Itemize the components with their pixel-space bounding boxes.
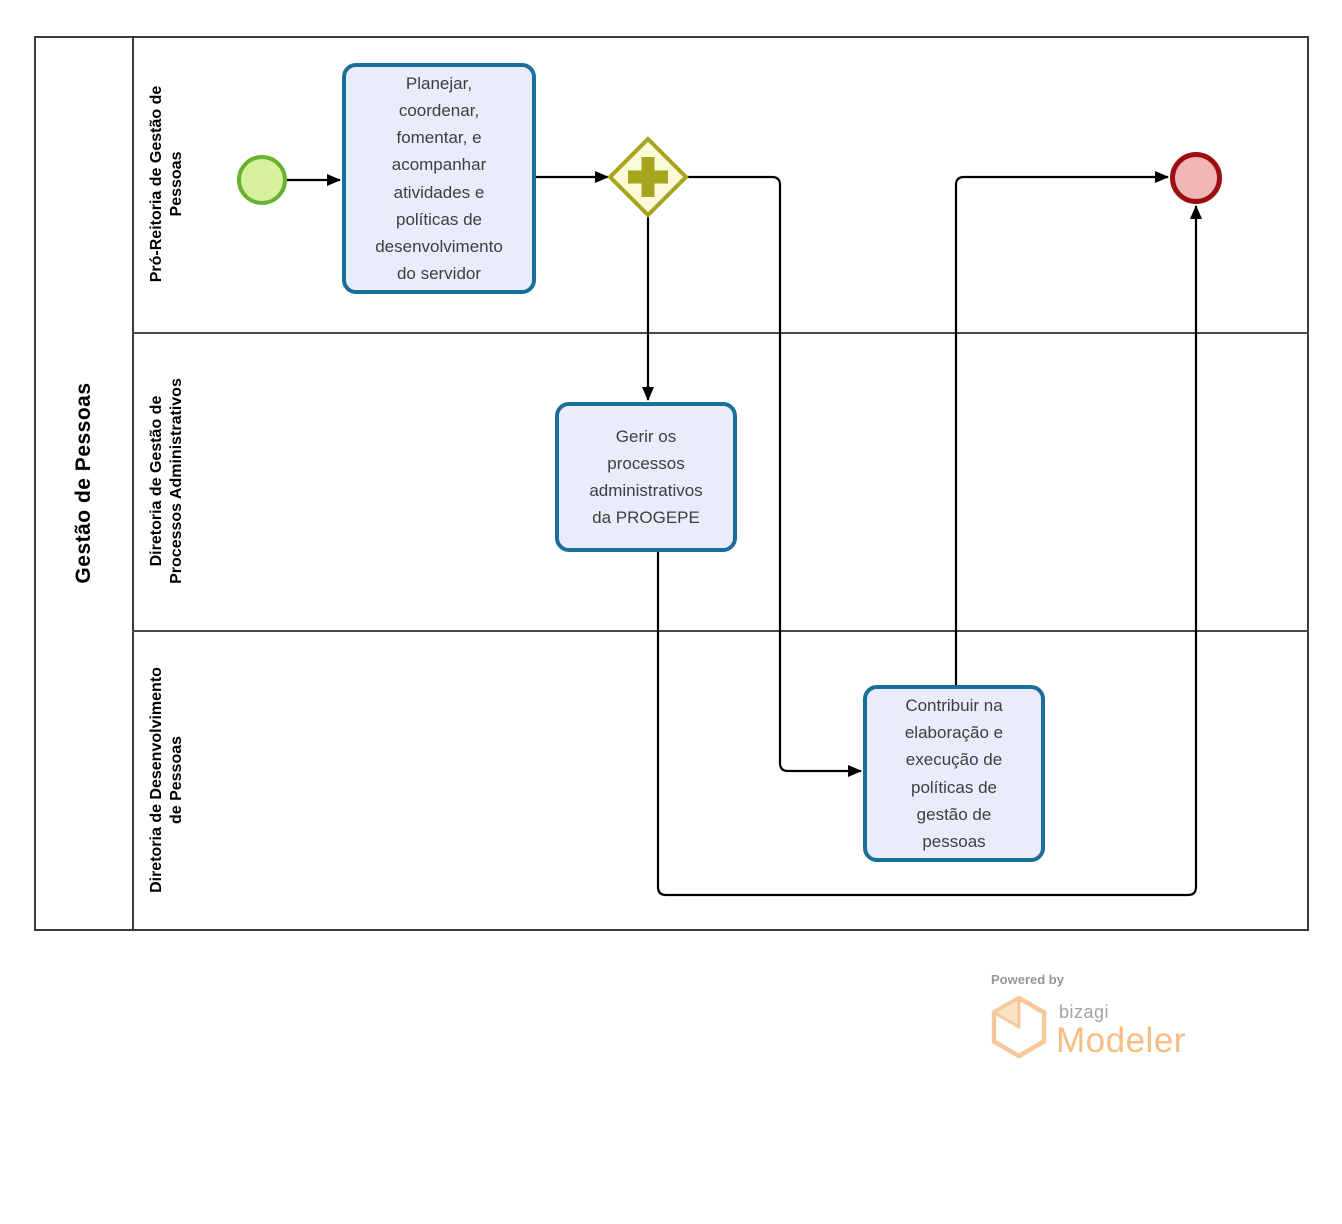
task-planejar-coordenar[interactable]: Planejar, coordenar, fomentar, e acompan… (342, 63, 536, 294)
task-contribuir-politicas[interactable]: Contribuir na elaboração e execução de p… (863, 685, 1045, 862)
task-label: Gerir os processos administrativos da PR… (589, 426, 703, 528)
powered-by-text: Powered by (991, 972, 1064, 987)
modeler-wordmark: Modeler (1056, 1021, 1186, 1060)
task-gerir-processos[interactable]: Gerir os processos administrativos da PR… (555, 402, 737, 552)
flow-gerir-to-end (656, 205, 1202, 897)
lane-divider-2 (132, 630, 1309, 632)
task-label: Contribuir na elaboração e execução de p… (904, 695, 1004, 851)
plus-icon (628, 157, 668, 197)
task-label: Planejar, coordenar, fomentar, e acompan… (375, 73, 503, 284)
parallel-gateway[interactable] (607, 136, 689, 218)
flow-contribuir-to-end (954, 171, 1169, 685)
end-event[interactable] (1170, 152, 1222, 204)
bizagi-branding: Powered by bizagi Modeler (989, 972, 1269, 1060)
bizagi-box-icon (991, 996, 1047, 1059)
pool-header-divider (132, 36, 134, 931)
flow-gateway-to-contribuir (686, 175, 862, 777)
bizagi-wordmark: bizagi (1059, 1002, 1110, 1022)
lane-divider-1 (132, 332, 1309, 334)
start-event[interactable] (237, 155, 287, 205)
